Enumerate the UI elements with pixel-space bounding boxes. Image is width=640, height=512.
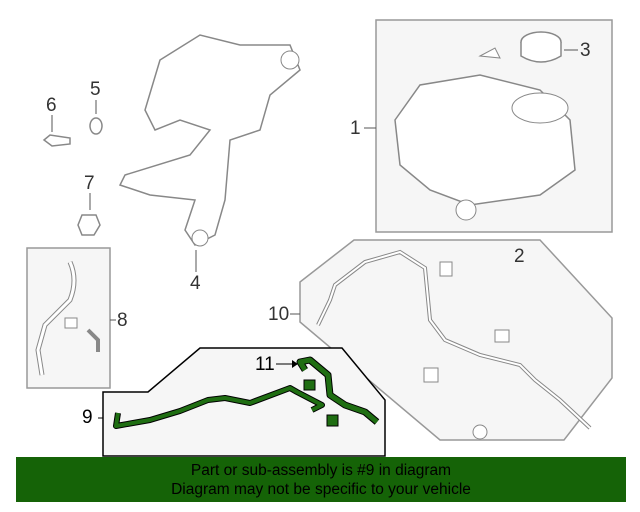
callout-8[interactable]: 8 [117,310,128,331]
callout-6[interactable]: 6 [46,95,57,116]
callout-4[interactable]: 4 [190,273,201,294]
reservoir-cap-part-3[interactable] [478,31,578,63]
banner-line-part: Part or sub-assembly is #9 in diagram [190,462,452,479]
hose-part-9-highlighted[interactable] [98,347,386,457]
callout-1[interactable]: 1 [350,118,361,139]
callout-5[interactable]: 5 [90,79,101,100]
callout-2[interactable]: 2 [514,246,525,267]
banner-line-disclaimer: Diagram may not be specific to your vehi… [171,481,471,498]
nut-part-7[interactable] [77,193,101,236]
part-info-banner: Part or sub-assembly is #9 in diagram Di… [16,457,626,502]
line-assembly-part-10[interactable] [290,239,613,441]
callout-10[interactable]: 10 [268,304,290,325]
callout-3[interactable]: 3 [580,40,591,61]
bracket-part-4[interactable] [118,34,301,272]
nut-part-5[interactable] [89,100,103,135]
callout-11[interactable]: 11 [255,354,275,375]
hose-part-8[interactable] [26,247,116,389]
bolt-part-6[interactable] [42,115,71,147]
callout-9[interactable]: 9 [82,407,93,428]
callout-7[interactable]: 7 [84,173,95,194]
